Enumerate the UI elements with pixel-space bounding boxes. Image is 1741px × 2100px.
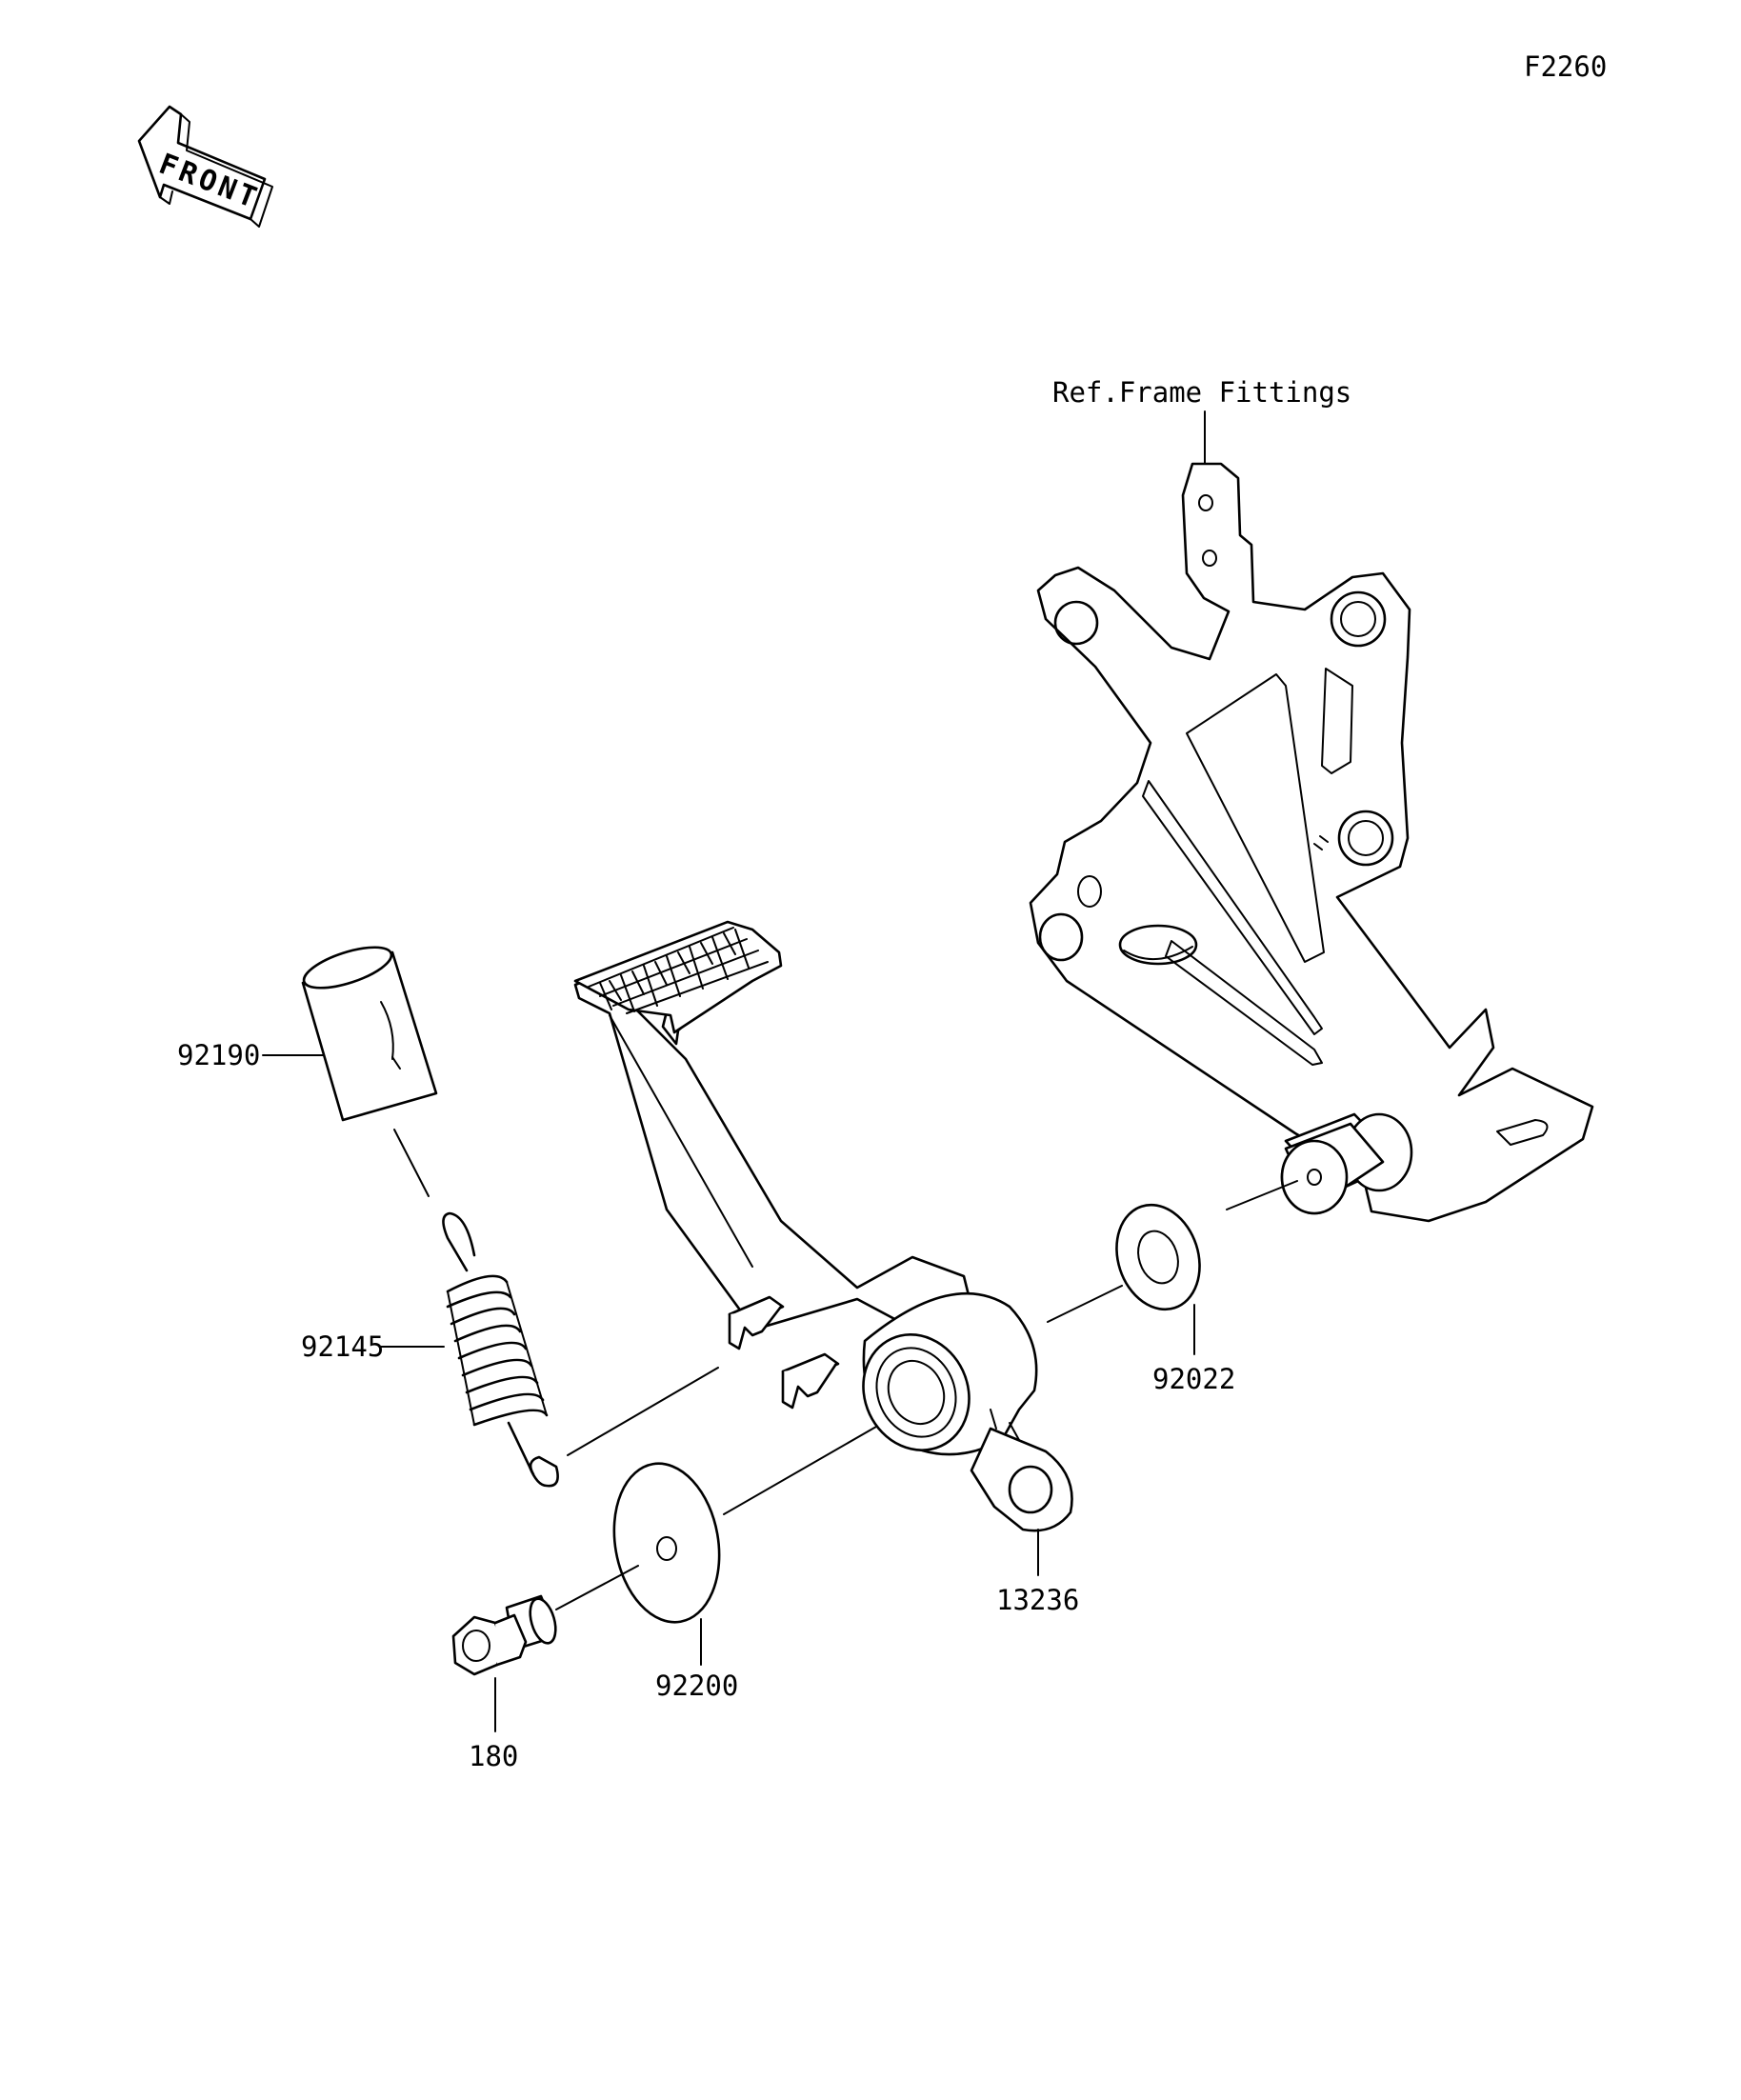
leader-shaft-to-washer xyxy=(1226,1180,1298,1210)
washer-icon xyxy=(1115,1203,1201,1311)
part-number-13236: 13236 xyxy=(996,1584,1079,1616)
leader-spring-to-pedal xyxy=(567,1367,719,1456)
return-spring-icon xyxy=(442,1211,559,1488)
leader-bolt-to-washer xyxy=(555,1565,639,1610)
front-direction-arrow-icon: FRONT xyxy=(137,105,273,228)
rubber-cover-icon xyxy=(301,946,438,1122)
part-number-92190: 92190 xyxy=(177,1039,260,1071)
diagram-code: F2260 xyxy=(1524,50,1607,83)
part-number-92145: 92145 xyxy=(301,1330,384,1363)
part-number-92022: 92022 xyxy=(1152,1363,1235,1395)
leader-cover-to-spring xyxy=(393,1129,430,1197)
bolt-icon xyxy=(451,1594,557,1676)
part-number-92200: 92200 xyxy=(655,1670,738,1702)
part-number-180: 180 xyxy=(469,1740,518,1772)
leader-washer-to-pedal-boss xyxy=(723,1426,877,1515)
reference-note: Ref.Frame Fittings xyxy=(1052,376,1351,409)
brake-pedal-icon xyxy=(573,920,1073,1532)
frame-bracket-icon xyxy=(1029,462,1594,1223)
leader-washer-to-pedal xyxy=(1047,1285,1123,1323)
flat-washer-icon xyxy=(612,1462,721,1624)
